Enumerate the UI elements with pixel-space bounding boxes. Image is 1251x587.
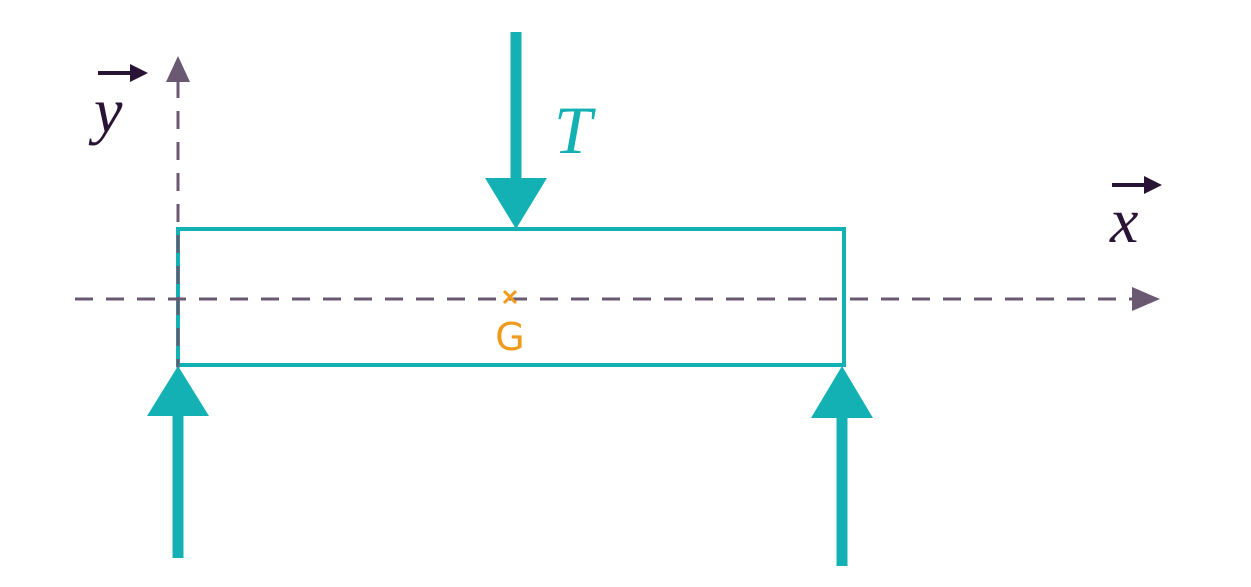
x-axis-label: x xyxy=(1109,185,1138,256)
x-axis-arrowhead xyxy=(1132,287,1160,311)
right-reaction-arrowhead xyxy=(811,366,873,418)
force-t-label: T xyxy=(554,92,596,168)
force-t-arrowhead xyxy=(485,178,547,229)
center-of-gravity-label: G xyxy=(495,315,524,359)
y-axis-label: y xyxy=(88,75,123,146)
y-axis-arrowhead xyxy=(166,56,190,82)
x-vector-arrow-icon xyxy=(1112,176,1162,194)
center-of-gravity-cross-icon xyxy=(502,289,518,305)
y-vector-arrow-icon xyxy=(98,64,148,82)
left-reaction-arrowhead xyxy=(147,366,209,416)
